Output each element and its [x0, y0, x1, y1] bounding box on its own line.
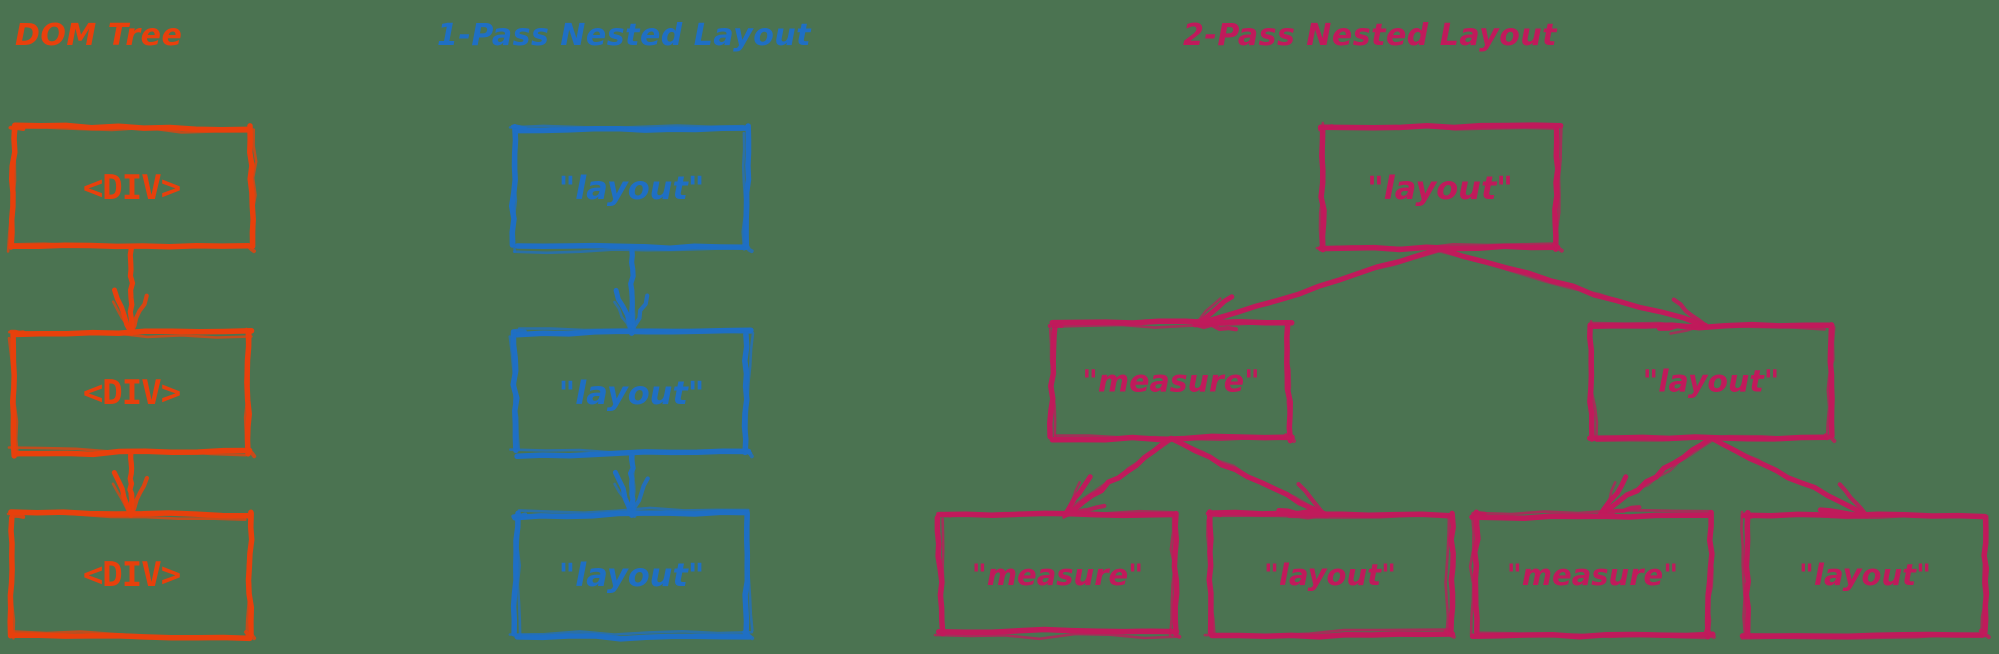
node-box: [1587, 320, 1837, 443]
connector-arrow: [111, 449, 149, 518]
node-box: [933, 509, 1182, 641]
connector-arrow: [1192, 246, 1443, 332]
node-box: [1739, 509, 1991, 640]
connector-arrow: [613, 245, 650, 336]
node-box: [6, 122, 258, 254]
connector-arrow: [1168, 435, 1329, 520]
connector-arrow: [1708, 435, 1870, 519]
section-title-two-pass-nested-layout: 2-Pass Nested Layout: [1183, 18, 1558, 53]
connector-arrow: [1438, 246, 1708, 335]
node-box: [7, 327, 257, 459]
connector-arrow: [1061, 435, 1174, 520]
node-box: [1203, 509, 1456, 640]
connector-arrow: [1597, 435, 1715, 519]
section-title-dom-tree: DOM Tree: [15, 18, 183, 53]
node-box: [508, 506, 755, 642]
section-title-one-pass-nested-layout: 1-Pass Nested Layout: [437, 18, 812, 53]
connector-arrow: [111, 245, 149, 336]
node-box: [6, 509, 257, 642]
node-box: [1468, 509, 1716, 640]
node-box: [1047, 318, 1296, 444]
node-box: [508, 123, 754, 255]
node-box: [1315, 121, 1564, 253]
node-box: [508, 327, 755, 460]
